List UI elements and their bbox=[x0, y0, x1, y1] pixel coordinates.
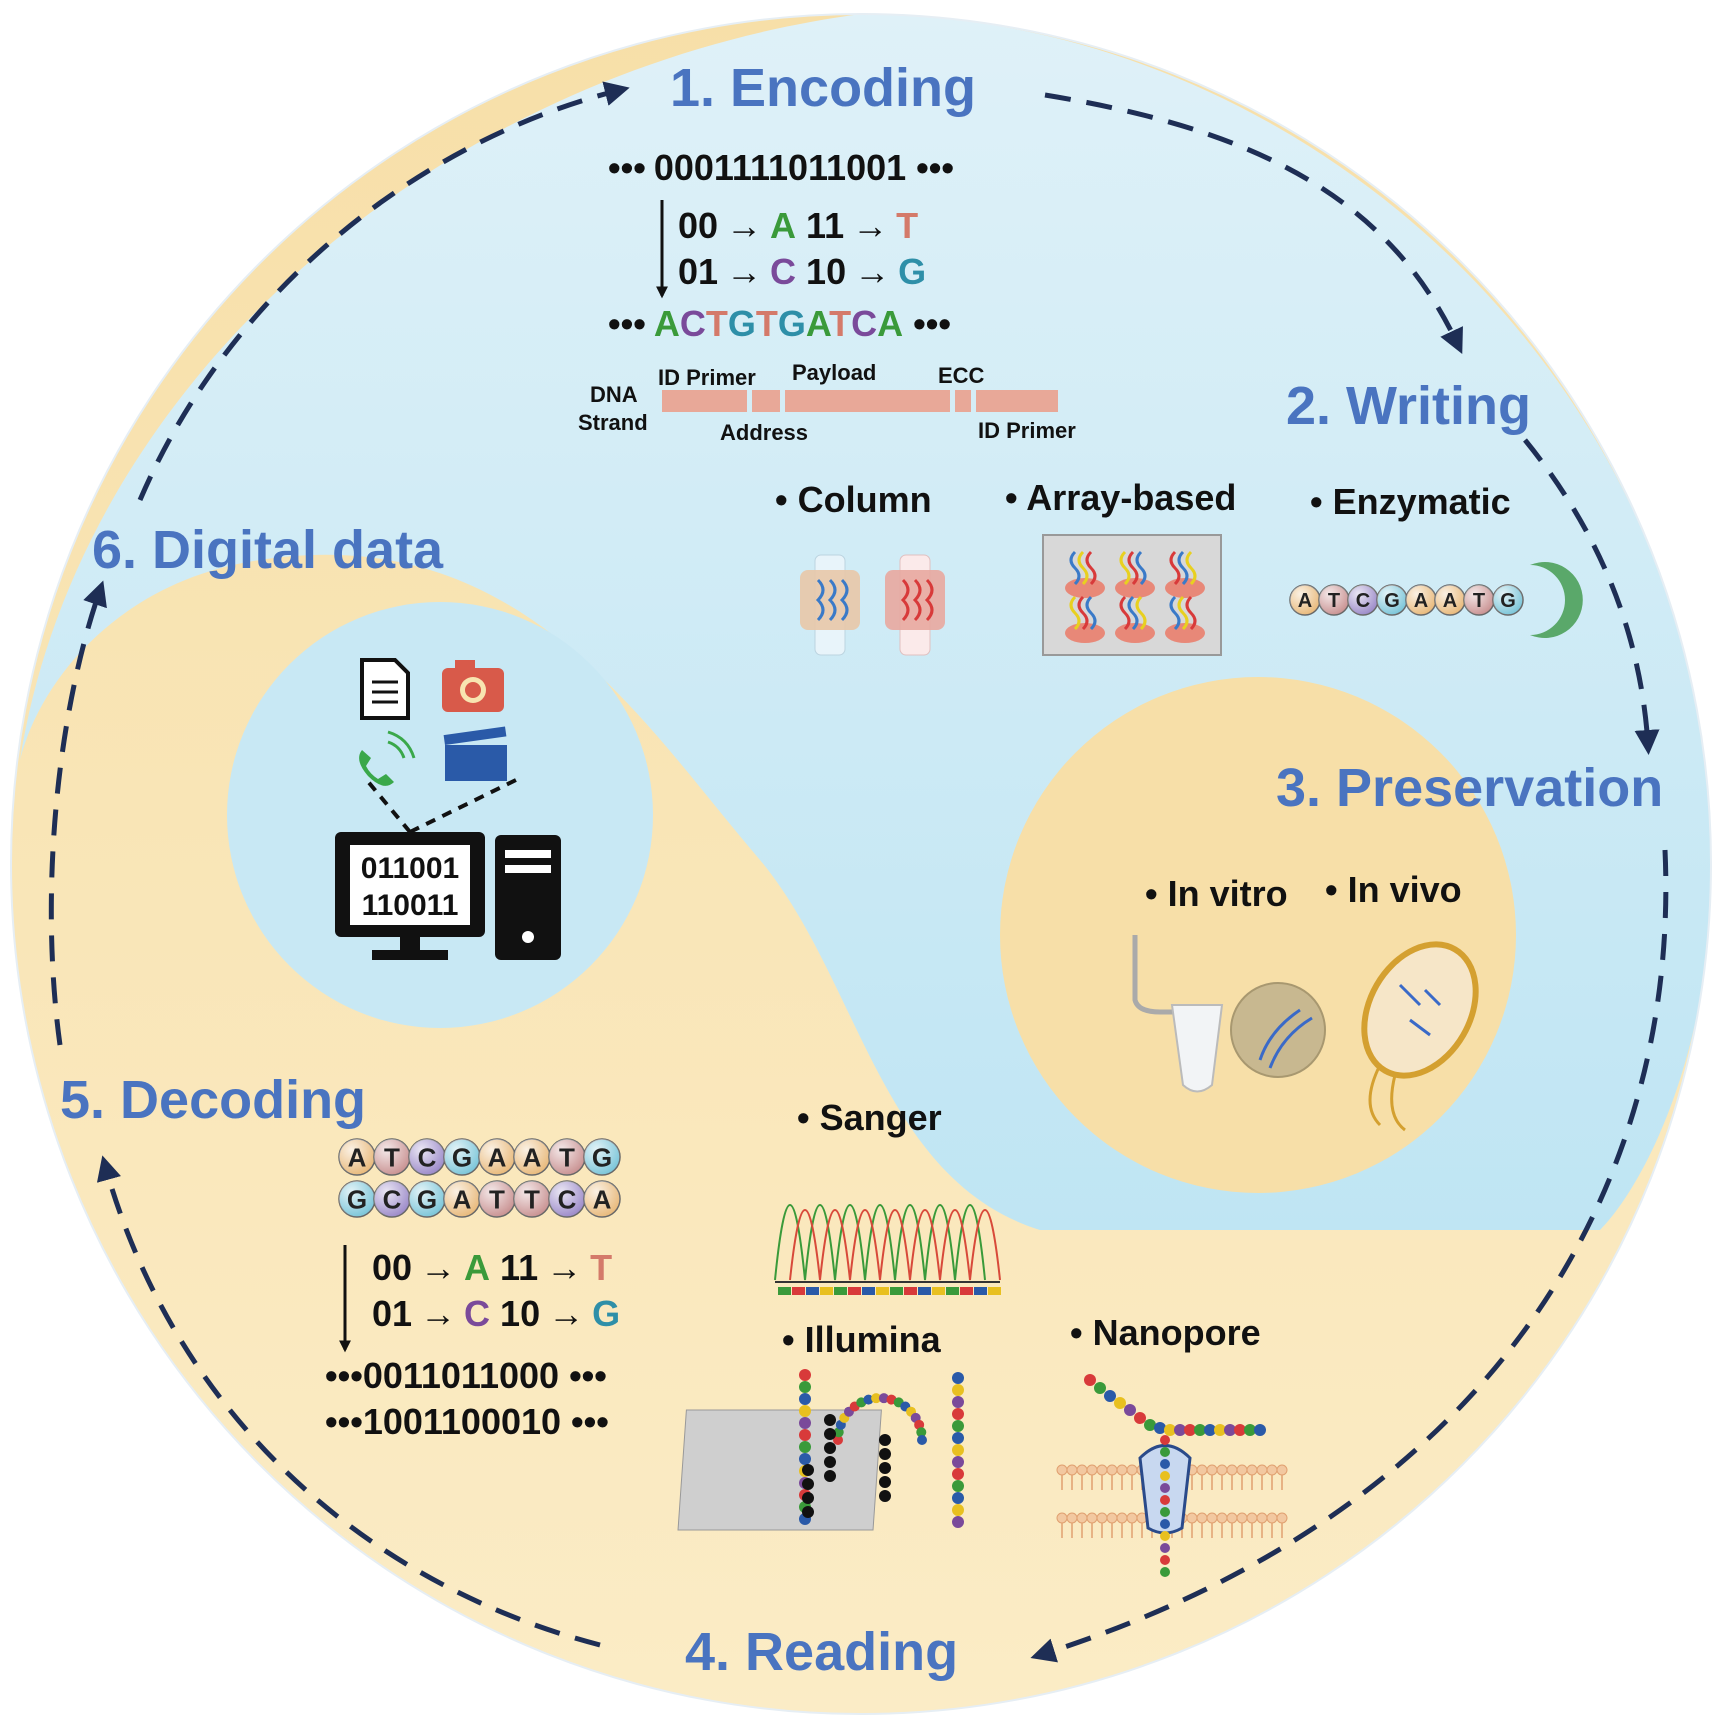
binary-input: •••0001111011001••• bbox=[608, 147, 954, 188]
microarray-chip-icon bbox=[1042, 534, 1222, 656]
base-letter: A bbox=[1298, 590, 1312, 612]
synthesis-column-icon bbox=[885, 554, 945, 656]
strand-segment-ecc bbox=[955, 390, 971, 412]
cycle-arrows bbox=[48, 81, 1669, 1663]
preservation-disc bbox=[1000, 677, 1516, 1193]
strand-segment-payload bbox=[785, 390, 950, 412]
base-letter: G bbox=[1500, 590, 1516, 612]
base-letter: T bbox=[489, 1184, 505, 1214]
microtube-icon bbox=[1132, 935, 1224, 1093]
base-letter: A bbox=[348, 1142, 367, 1172]
phone-icon bbox=[359, 730, 416, 786]
label-sanger: • Sanger bbox=[797, 1097, 942, 1138]
base-letter: C bbox=[1356, 590, 1370, 612]
label-id-primer-right: ID Primer bbox=[978, 418, 1076, 443]
document-icon bbox=[360, 658, 410, 720]
base-letter: A bbox=[593, 1184, 612, 1214]
base-letter: C bbox=[383, 1184, 402, 1214]
screen-line-2: 110011 bbox=[362, 889, 459, 922]
base-letter: C bbox=[418, 1142, 437, 1172]
base-letter: T bbox=[384, 1142, 400, 1172]
monitor-icon: 011001 110011 bbox=[335, 832, 485, 960]
stage-title-decoding: 5. Decoding bbox=[60, 1070, 366, 1130]
base-letter: A bbox=[453, 1184, 472, 1214]
dna-sequence: •••ACTGTGATCA••• bbox=[608, 303, 951, 344]
base-letter: G bbox=[347, 1184, 367, 1214]
base-letter: A bbox=[523, 1142, 542, 1172]
synthesis-column-icon bbox=[800, 554, 860, 656]
screen-line-1: 011001 bbox=[361, 852, 459, 885]
illumina-flowcell-icon bbox=[677, 1369, 964, 1531]
base-letter: T bbox=[1473, 590, 1485, 612]
stage-title-reading: 4. Reading bbox=[685, 1622, 958, 1682]
digital-disc bbox=[227, 602, 653, 1028]
base-letter: A bbox=[1443, 590, 1457, 612]
stage-title-digital: 6. Digital data bbox=[92, 520, 444, 580]
reading-section: • Sanger • Illumina • Nanopore bbox=[677, 1097, 1288, 1577]
base-letter: G bbox=[592, 1142, 612, 1172]
label-nanopore: • Nanopore bbox=[1070, 1312, 1261, 1353]
label-id-primer-left: ID Primer bbox=[658, 365, 756, 390]
base-letter: A bbox=[1414, 590, 1428, 612]
strand-segment-id-primer-right bbox=[976, 390, 1058, 412]
label-illumina: • Illumina bbox=[782, 1319, 942, 1360]
label-column: • Column bbox=[775, 479, 932, 520]
strand-label-1: DNA bbox=[590, 382, 638, 407]
stage-title-writing: 2. Writing bbox=[1286, 376, 1531, 436]
computer-tower-icon bbox=[495, 835, 561, 960]
clapperboard-icon bbox=[443, 726, 507, 781]
stage-title-preservation: 3. Preservation bbox=[1276, 758, 1663, 818]
binary-output-1: •••0011011000••• bbox=[325, 1355, 607, 1396]
strand-label-2: Strand bbox=[578, 410, 648, 435]
base-letter: T bbox=[1328, 590, 1340, 612]
base-letter: A bbox=[488, 1142, 507, 1172]
label-in-vivo: • In vivo bbox=[1325, 869, 1462, 910]
strand-segment-id-primer-left bbox=[662, 390, 747, 412]
label-payload: Payload bbox=[792, 360, 876, 385]
base-letter: T bbox=[524, 1184, 540, 1214]
digital-section: 011001 110011 bbox=[335, 658, 561, 960]
base-letter: G bbox=[452, 1142, 472, 1172]
base-letter: C bbox=[558, 1184, 577, 1214]
label-address: Address bbox=[720, 420, 808, 445]
label-enzymatic: • Enzymatic bbox=[1310, 481, 1511, 522]
label-in-vitro: • In vitro bbox=[1145, 873, 1288, 914]
label-array-based: • Array-based bbox=[1005, 477, 1236, 518]
binary-output-2: •••1001100010••• bbox=[325, 1401, 609, 1442]
bacterium-icon bbox=[1361, 941, 1479, 1132]
camera-icon bbox=[442, 660, 504, 712]
strand-segment-address bbox=[752, 390, 780, 412]
nanopore-membrane-icon bbox=[1056, 1374, 1288, 1577]
preservation-section: • In vitro • In vivo bbox=[1132, 869, 1479, 1132]
base-letter: G bbox=[417, 1184, 437, 1214]
base-letter: G bbox=[1384, 590, 1400, 612]
sanger-chromatogram-icon bbox=[774, 1204, 1001, 1295]
base-letter: T bbox=[559, 1142, 575, 1172]
label-ecc: ECC bbox=[938, 363, 985, 388]
stage-title-encoding: 1. Encoding bbox=[670, 58, 976, 118]
dna-capsule-icon bbox=[1230, 982, 1326, 1078]
